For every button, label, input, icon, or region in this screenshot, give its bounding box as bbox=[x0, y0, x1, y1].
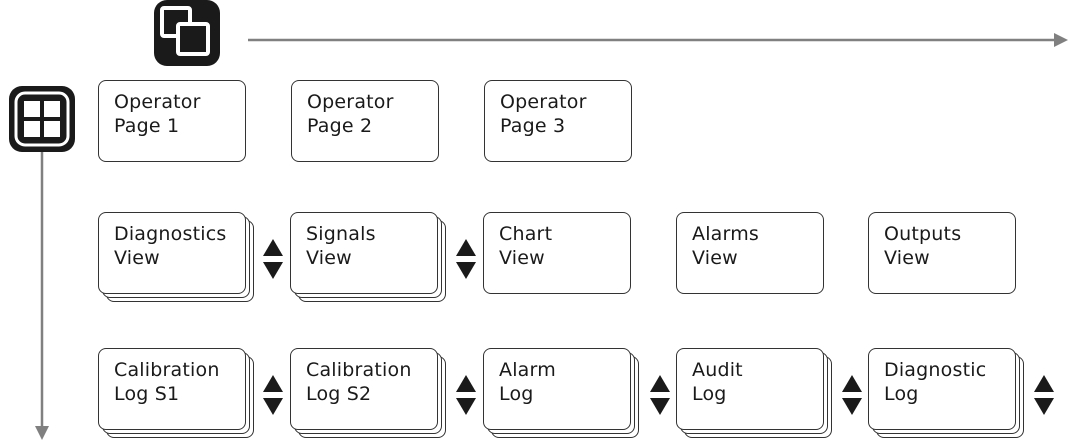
box-label: Signals View bbox=[306, 222, 376, 270]
grid-view-key[interactable] bbox=[9, 86, 75, 152]
box-label: Calibration Log S1 bbox=[114, 358, 220, 406]
window-switch-icon bbox=[160, 6, 210, 56]
alarms-view-box[interactable]: Alarms View bbox=[676, 212, 824, 294]
page-card bbox=[98, 212, 246, 294]
label-line-1: Signals bbox=[306, 223, 376, 245]
label-line-1: Alarms bbox=[692, 223, 760, 245]
box-label: Calibration Log S2 bbox=[306, 358, 412, 406]
label-line-1: Diagnostics bbox=[114, 223, 227, 245]
label-line-1: Outputs bbox=[884, 223, 962, 245]
box-label: Diagnostic Log bbox=[884, 358, 986, 406]
calibration-log-s2-box[interactable]: Calibration Log S2 bbox=[290, 348, 446, 438]
window-switch-key[interactable] bbox=[154, 0, 220, 66]
label-line-2: View bbox=[306, 247, 352, 269]
up-down-scroll-icon[interactable] bbox=[261, 237, 285, 281]
diagnostic-log-box[interactable]: Diagnostic Log bbox=[868, 348, 1024, 438]
label-line-1: Calibration bbox=[306, 359, 412, 381]
operator-page-2-box[interactable]: Operator Page 2 bbox=[291, 80, 439, 162]
up-down-scroll-icon[interactable] bbox=[454, 373, 478, 417]
up-down-scroll-icon[interactable] bbox=[840, 373, 864, 417]
chart-view-box[interactable]: Chart View bbox=[483, 212, 631, 294]
page-card bbox=[484, 80, 632, 162]
page-card bbox=[290, 212, 438, 294]
calibration-log-s1-box[interactable]: Calibration Log S1 bbox=[98, 348, 254, 438]
page-card bbox=[868, 212, 1016, 294]
label-line-2: View bbox=[884, 247, 930, 269]
operator-page-3-box[interactable]: Operator Page 3 bbox=[484, 80, 632, 162]
label-line-2: Log bbox=[692, 383, 727, 405]
up-down-scroll-icon[interactable] bbox=[1032, 373, 1056, 417]
page-card bbox=[676, 212, 824, 294]
alarm-log-box[interactable]: Alarm Log bbox=[483, 348, 639, 438]
label-line-2: Log bbox=[884, 383, 919, 405]
box-label: Operator Page 1 bbox=[114, 90, 201, 138]
down-arrowhead bbox=[35, 426, 49, 440]
operator-page-1-box[interactable]: Operator Page 1 bbox=[98, 80, 246, 162]
signals-view-box[interactable]: Signals View bbox=[290, 212, 446, 302]
page-card bbox=[290, 348, 438, 430]
label-line-1: Diagnostic bbox=[884, 359, 987, 381]
grid-view-icon bbox=[14, 91, 70, 147]
diagnostics-view-box[interactable]: Diagnostics View bbox=[98, 212, 254, 302]
outputs-view-box[interactable]: Outputs View bbox=[868, 212, 1016, 294]
box-label: Outputs View bbox=[884, 222, 961, 270]
right-arrowhead bbox=[1054, 33, 1068, 47]
page-card bbox=[98, 348, 246, 430]
box-label: Chart View bbox=[499, 222, 552, 270]
label-line-2: Page 2 bbox=[307, 115, 373, 137]
label-line-1: Alarm bbox=[499, 359, 556, 381]
label-line-2: Page 3 bbox=[500, 115, 566, 137]
up-down-scroll-icon[interactable] bbox=[261, 373, 285, 417]
label-line-1: Operator bbox=[500, 91, 587, 113]
label-line-1: Chart bbox=[499, 223, 553, 245]
page-card bbox=[483, 212, 631, 294]
box-label: Alarm Log bbox=[499, 358, 556, 406]
label-line-2: Log bbox=[499, 383, 534, 405]
label-line-1: Audit bbox=[692, 359, 743, 381]
label-line-2: Log S1 bbox=[114, 383, 180, 405]
up-down-scroll-icon[interactable] bbox=[454, 237, 478, 281]
page-card bbox=[98, 80, 246, 162]
page-card bbox=[868, 348, 1016, 430]
label-line-1: Operator bbox=[114, 91, 201, 113]
page-card bbox=[291, 80, 439, 162]
page-card bbox=[483, 348, 631, 430]
label-line-1: Operator bbox=[307, 91, 394, 113]
label-line-2: View bbox=[692, 247, 738, 269]
label-line-2: Page 1 bbox=[114, 115, 180, 137]
box-label: Operator Page 3 bbox=[500, 90, 587, 138]
page-card bbox=[676, 348, 824, 430]
box-label: Operator Page 2 bbox=[307, 90, 394, 138]
box-label: Diagnostics View bbox=[114, 222, 226, 270]
label-line-2: View bbox=[499, 247, 545, 269]
box-label: Alarms View bbox=[692, 222, 759, 270]
label-line-2: View bbox=[114, 247, 160, 269]
box-label: Audit Log bbox=[692, 358, 743, 406]
up-down-scroll-icon[interactable] bbox=[648, 373, 672, 417]
label-line-1: Calibration bbox=[114, 359, 220, 381]
audit-log-box[interactable]: Audit Log bbox=[676, 348, 832, 438]
label-line-2: Log S2 bbox=[306, 383, 372, 405]
